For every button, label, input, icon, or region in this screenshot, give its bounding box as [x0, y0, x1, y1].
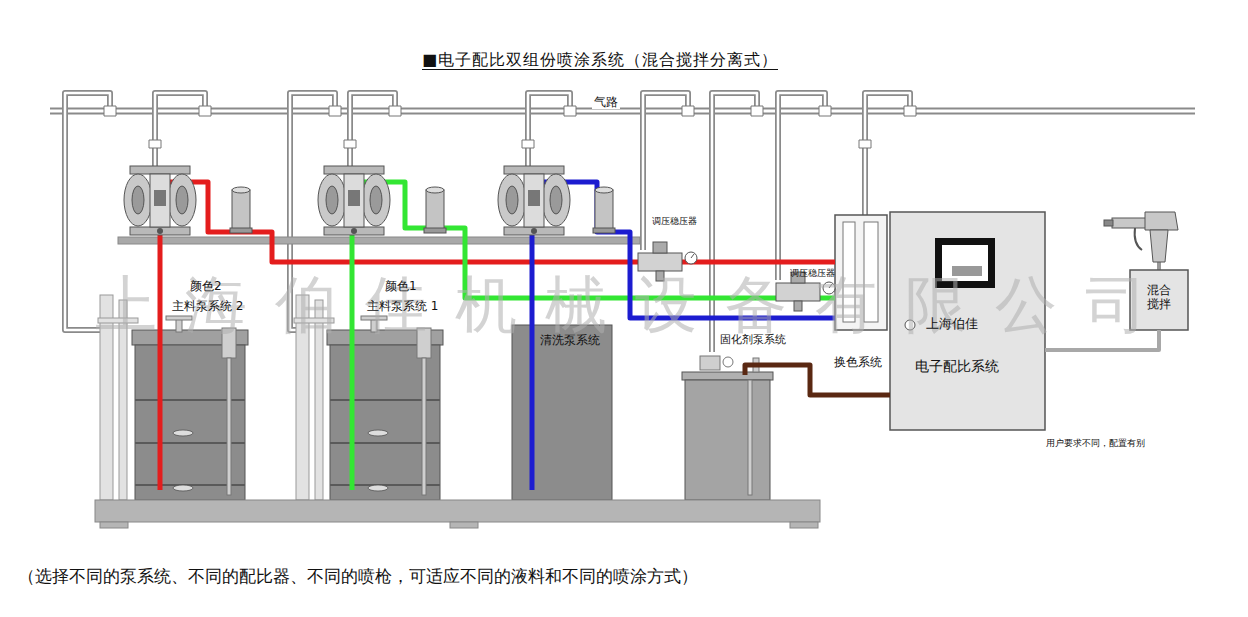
- drum-mark: [173, 430, 193, 436]
- air-hose: [104, 106, 916, 148]
- color-change-box: 换色系统: [835, 215, 887, 330]
- spray-gun: [1112, 218, 1148, 228]
- drum: [330, 345, 440, 500]
- filter-cylinder: [230, 187, 615, 233]
- agitator: [166, 316, 759, 495]
- agitator: [723, 357, 733, 367]
- air-line: [50, 111, 1195, 112]
- air-hose: [865, 93, 910, 215]
- air-hose: [389, 106, 401, 116]
- pump-shelf: [118, 237, 640, 244]
- base-platform: [95, 500, 820, 522]
- air-hose: [643, 93, 688, 250]
- base-platform: [450, 522, 478, 528]
- spray-gun: [1104, 220, 1113, 226]
- spray-gun: [1150, 230, 1168, 262]
- pump-system-tank: 颜色2主料泵系统 2: [135, 345, 245, 500]
- air-hose: [350, 93, 395, 168]
- air-hose: [155, 93, 205, 168]
- air-hose: [904, 106, 916, 116]
- agitator: [748, 380, 752, 495]
- watermark: 上海伯佳机械设备有限公司: [95, 268, 1175, 342]
- agitator: [227, 358, 231, 495]
- air-hose: [522, 140, 534, 148]
- drum: [132, 325, 773, 500]
- suction-pipe: [530, 325, 535, 490]
- spray-gun: [1145, 212, 1178, 230]
- suction-pipe: [350, 345, 355, 490]
- regulator-label: 调压稳压器: [652, 216, 697, 227]
- air-hose: [819, 106, 831, 116]
- pump-system-tank: 颜色1主料泵系统 1: [330, 345, 440, 500]
- air-hose: [350, 93, 395, 168]
- air-hose: [528, 93, 570, 168]
- base-platform: [100, 522, 128, 528]
- node-label: 混合 搅拌: [1145, 283, 1173, 312]
- air-hose: [778, 93, 825, 280]
- node-label: 固化剂泵系统: [720, 333, 786, 346]
- node-label: 主料泵系统 2: [172, 299, 243, 313]
- node-label: 上海伯佳: [926, 316, 978, 332]
- diagram-title: ■电子配比双组份喷涂系统（混合搅拌分离式）: [422, 50, 778, 70]
- spray-gun: [1104, 212, 1178, 262]
- drum-mark: [368, 485, 388, 491]
- mixer-box: 混合 搅拌: [1130, 270, 1188, 330]
- air-line-label: 气路: [592, 95, 620, 109]
- air-hose: [104, 106, 116, 116]
- air-hose: [682, 106, 694, 116]
- air-line: [50, 110, 1195, 113]
- air-hose: [149, 140, 161, 148]
- suction-pipe: [158, 345, 163, 490]
- air-hose: [199, 106, 211, 116]
- node-label: 清洗泵系统: [540, 333, 600, 347]
- air-hose: [564, 106, 576, 116]
- air-hose: [528, 93, 570, 168]
- pump-system-tank: 清洗泵系统: [512, 325, 612, 500]
- air-hose: [751, 106, 763, 116]
- pipe-connector: [745, 365, 890, 395]
- drum-mark: [173, 485, 193, 491]
- drum: [512, 325, 612, 500]
- node-label: 颜色1: [385, 279, 417, 293]
- diagram-caption: （选择不同的泵系统、不同的配比器、不同的喷枪，可适应不同的液料和不同的喷涂方式）: [18, 566, 698, 586]
- control-cabinet: 上海伯佳电子配比系统: [890, 212, 1045, 430]
- diaphragm-pump: [498, 166, 570, 235]
- base-platform: [95, 500, 820, 528]
- drum: [682, 372, 773, 380]
- air-hose: [778, 93, 825, 280]
- diaphragm-pump: [318, 166, 390, 235]
- spray-gun: [1135, 228, 1142, 250]
- agitator: [422, 358, 426, 495]
- drum: [685, 380, 770, 500]
- diaphragm-pump: [124, 166, 196, 235]
- suction-pipe: [160, 325, 532, 490]
- filter-cylinder: [593, 187, 615, 233]
- node-label: 颜色2: [190, 279, 222, 293]
- air-hose: [329, 106, 341, 116]
- drum-band: [135, 400, 440, 485]
- air-line: [50, 108, 1195, 115]
- filter-cylinder: [230, 187, 252, 233]
- node-label: 换色系统: [834, 355, 882, 369]
- diaphragm-pump: [124, 166, 570, 235]
- air-hose: [643, 93, 688, 250]
- air-hose: [344, 140, 356, 148]
- air-hose: [865, 93, 910, 215]
- node-label: 主料泵系统 1: [367, 299, 438, 313]
- pump-system-tank: 固化剂泵系统: [685, 375, 770, 500]
- air-hose: [859, 140, 871, 148]
- air-hose: [155, 93, 205, 168]
- agitator: [700, 356, 720, 370]
- drum-mark: [368, 430, 388, 436]
- node-label: 电子配比系统: [915, 358, 999, 375]
- note-text: 用户要求不同，配置有别: [1046, 438, 1145, 449]
- base-platform: [790, 522, 818, 528]
- drum: [135, 345, 245, 500]
- drum-mark: [173, 430, 388, 491]
- filter-cylinder: [424, 187, 446, 233]
